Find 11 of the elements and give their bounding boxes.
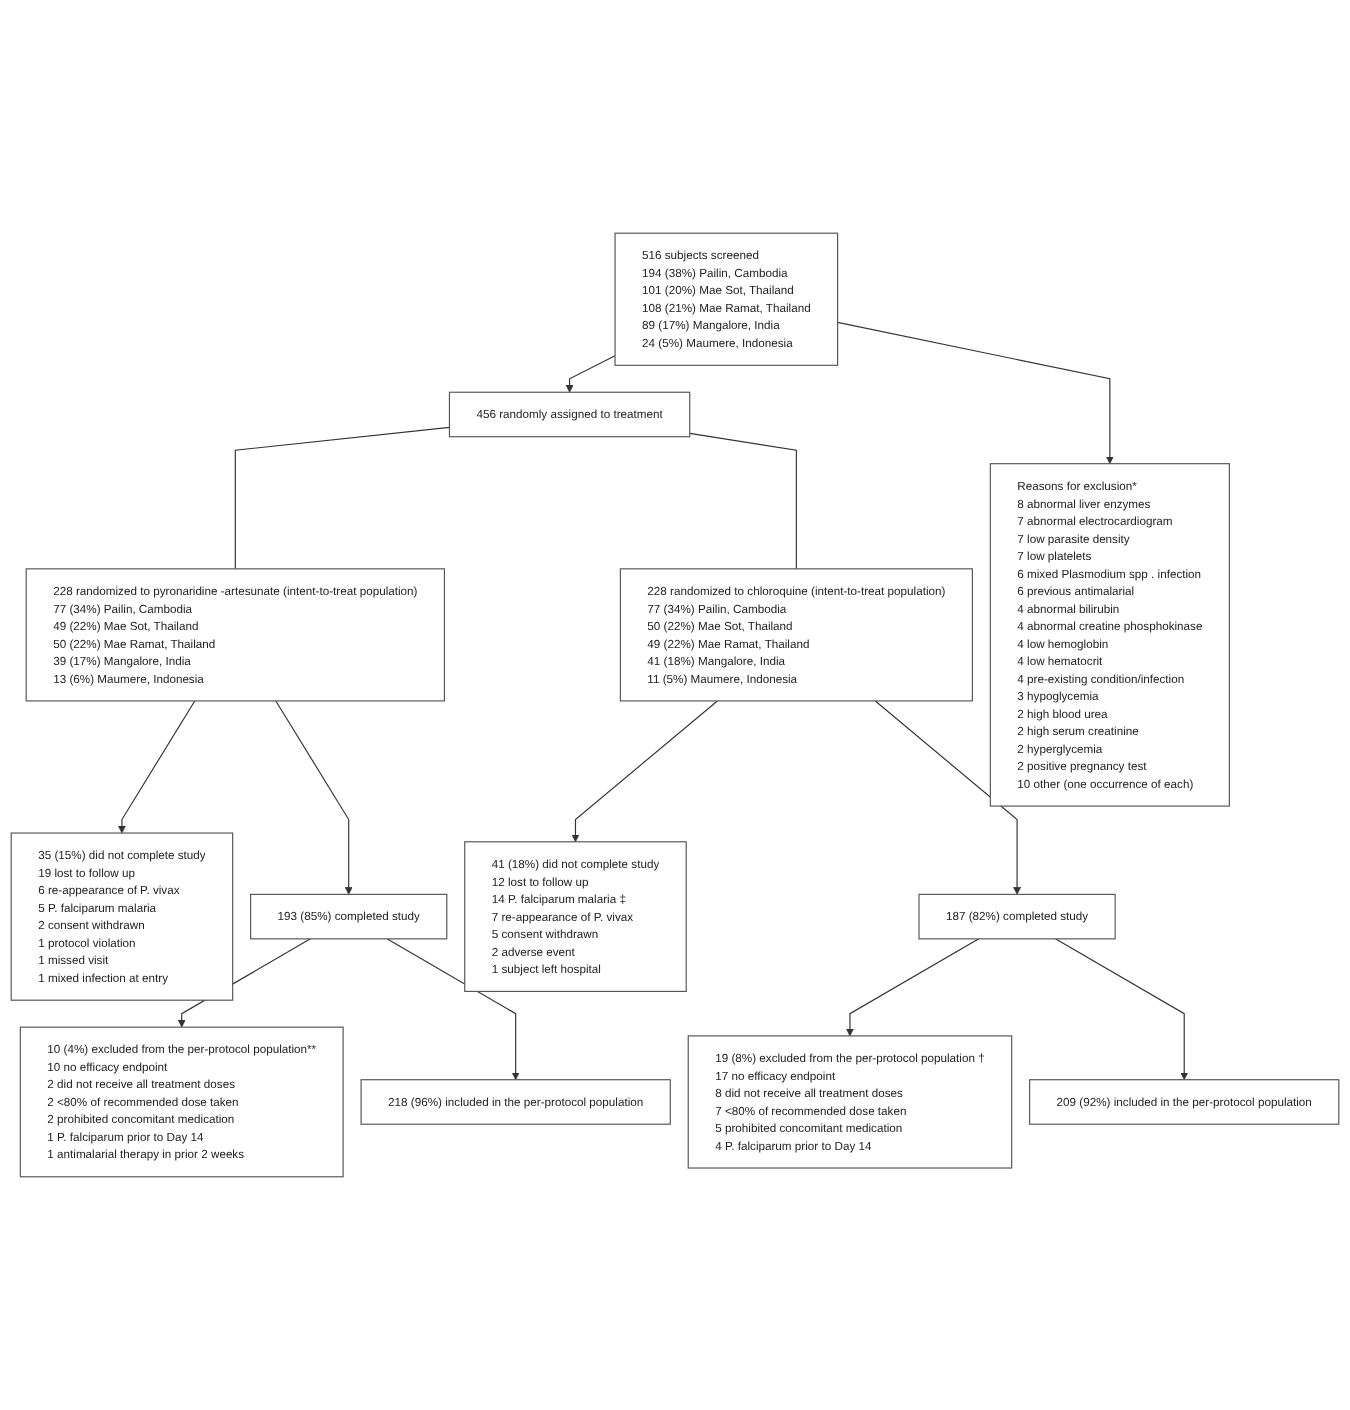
arrow: [565, 355, 616, 393]
arrow: [571, 700, 718, 843]
connector: [234, 426, 451, 570]
arrow: [874, 700, 1022, 895]
arrow: [386, 938, 520, 1081]
arrow: [275, 700, 353, 895]
arrow: [117, 700, 196, 834]
arrow: [1054, 938, 1189, 1081]
arrow: [846, 938, 980, 1037]
connector: [689, 432, 797, 570]
arrow: [837, 321, 1114, 465]
